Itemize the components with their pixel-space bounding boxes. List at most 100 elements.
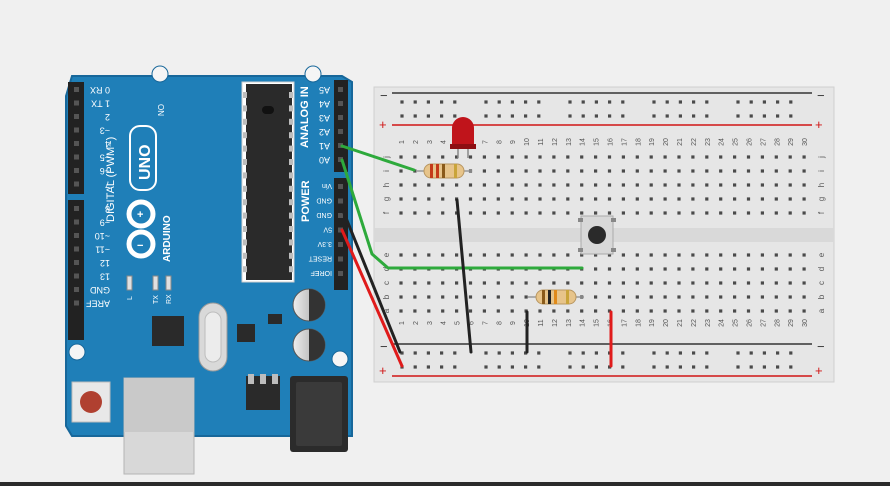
green-wire-a1[interactable] [340, 144, 416, 172]
breadboard-hole[interactable] [788, 155, 792, 159]
breadboard-hole[interactable] [802, 267, 806, 271]
breadboard-hole[interactable] [719, 211, 723, 215]
rail-hole[interactable] [705, 114, 709, 118]
rail-hole[interactable] [762, 351, 766, 355]
breadboard-hole[interactable] [413, 309, 417, 313]
breadboard-hole[interactable] [607, 197, 612, 201]
rail-hole[interactable] [736, 365, 740, 369]
breadboard-hole[interactable] [774, 295, 778, 299]
breadboard-hole[interactable] [705, 295, 709, 299]
breadboard-hole[interactable] [733, 155, 737, 159]
breadboard-hole[interactable] [760, 169, 764, 173]
breadboard-hole[interactable] [802, 197, 806, 201]
rail-hole[interactable] [789, 351, 793, 355]
breadboard-hole[interactable] [663, 267, 667, 271]
breadboard-hole[interactable] [399, 281, 403, 285]
breadboard-hole[interactable] [538, 253, 542, 257]
breadboard-hole[interactable] [733, 267, 737, 271]
breadboard-hole[interactable] [691, 155, 695, 159]
rail-hole[interactable] [440, 114, 444, 118]
breadboard-hole[interactable] [774, 197, 778, 201]
breadboard-hole[interactable] [566, 309, 570, 313]
breadboard-hole[interactable] [802, 211, 806, 215]
breadboard-hole[interactable] [496, 295, 500, 299]
breadboard-hole[interactable] [760, 295, 764, 299]
rail-hole[interactable] [749, 100, 753, 104]
rail-hole[interactable] [440, 351, 444, 355]
breadboard-hole[interactable] [635, 309, 639, 313]
breadboard-hole[interactable] [621, 281, 625, 285]
red-led[interactable] [450, 117, 476, 158]
breadboard-hole[interactable] [621, 169, 625, 173]
breadboard-hole[interactable] [705, 169, 709, 173]
breadboard-hole[interactable] [482, 253, 486, 257]
rail-hole[interactable] [510, 351, 514, 355]
breadboard-hole[interactable] [663, 253, 667, 257]
rail-hole[interactable] [497, 351, 501, 355]
rail-hole[interactable] [665, 114, 669, 118]
breadboard-hole[interactable] [566, 183, 570, 187]
breadboard-hole[interactable] [733, 295, 737, 299]
breadboard-hole[interactable] [496, 211, 500, 215]
breadboard-hole[interactable] [774, 155, 778, 159]
rail-hole[interactable] [776, 114, 780, 118]
breadboard-hole[interactable] [468, 309, 473, 313]
power-pin-socket[interactable] [338, 256, 343, 262]
breadboard-hole[interactable] [566, 253, 570, 257]
breadboard-hole[interactable] [719, 267, 723, 271]
rail-hole[interactable] [510, 100, 514, 104]
breadboard-hole[interactable] [510, 309, 514, 313]
breadboard-hole[interactable] [468, 197, 473, 201]
breadboard-hole[interactable] [677, 281, 681, 285]
breadboard-hole[interactable] [802, 281, 806, 285]
black-wire-gnd[interactable] [340, 206, 402, 354]
rail-hole[interactable] [652, 114, 656, 118]
rail-hole[interactable] [736, 114, 740, 118]
breadboard-hole[interactable] [649, 197, 653, 201]
rail-hole[interactable] [678, 365, 682, 369]
breadboard-hole[interactable] [760, 197, 764, 201]
breadboard-hole[interactable] [552, 211, 556, 215]
power-pin-socket[interactable] [338, 271, 343, 276]
breadboard-hole[interactable] [399, 197, 403, 201]
breadboard-hole[interactable] [441, 211, 445, 215]
rail-hole[interactable] [594, 114, 598, 118]
breadboard-hole[interactable] [746, 309, 751, 313]
rail-hole[interactable] [789, 114, 793, 118]
breadboard-hole[interactable] [524, 169, 528, 173]
breadboard-hole[interactable] [399, 211, 403, 215]
breadboard-hole[interactable] [760, 253, 764, 257]
rail-hole[interactable] [453, 100, 457, 104]
breadboard-hole[interactable] [524, 253, 528, 257]
breadboard-hole[interactable] [468, 281, 473, 285]
breadboard-hole[interactable] [538, 155, 542, 159]
breadboard-hole[interactable] [441, 295, 445, 299]
breadboard-hole[interactable] [427, 155, 431, 159]
breadboard-hole[interactable] [468, 211, 473, 215]
breadboard-hole[interactable] [788, 197, 792, 201]
analog-pin-socket[interactable] [338, 157, 343, 162]
breadboard-hole[interactable] [510, 155, 514, 159]
rail-hole[interactable] [581, 114, 585, 118]
power-pin-socket[interactable] [338, 242, 343, 247]
breadboard-hole[interactable] [482, 197, 486, 201]
breadboard-hole[interactable] [399, 295, 403, 299]
rail-hole[interactable] [749, 351, 753, 355]
breadboard-hole[interactable] [399, 253, 403, 257]
breadboard-hole[interactable] [705, 267, 709, 271]
breadboard-hole[interactable] [482, 309, 486, 313]
breadboard-hole[interactable] [788, 309, 792, 313]
breadboard-hole[interactable] [552, 169, 556, 173]
digital-pin-socket[interactable] [74, 127, 79, 133]
rail-hole[interactable] [426, 365, 430, 369]
rail-hole[interactable] [581, 365, 585, 369]
breadboard-hole[interactable] [705, 211, 709, 215]
breadboard-hole[interactable] [760, 309, 764, 313]
breadboard-hole[interactable] [746, 197, 751, 201]
breadboard-hole[interactable] [663, 155, 667, 159]
breadboard-hole[interactable] [399, 309, 403, 313]
breadboard-hole[interactable] [538, 211, 542, 215]
rail-hole[interactable] [776, 100, 780, 104]
breadboard-hole[interactable] [746, 295, 751, 299]
